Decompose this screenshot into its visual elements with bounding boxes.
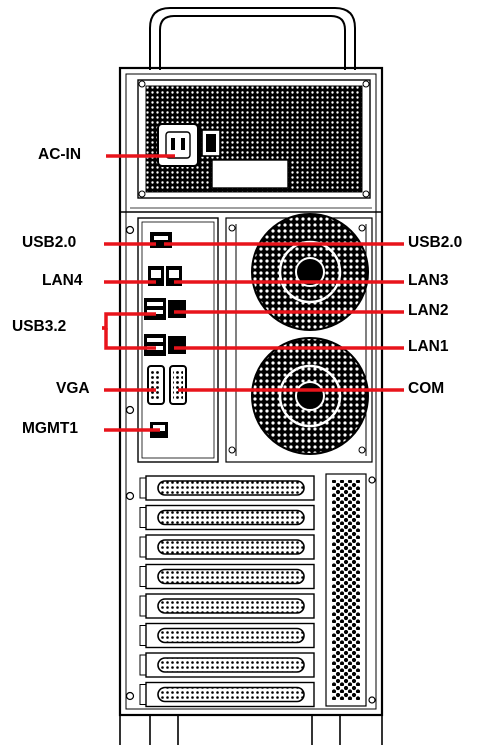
chassis-feet (119, 715, 383, 745)
expansion-slot (139, 563, 315, 590)
label-lan2: LAN2 (408, 302, 449, 319)
expansion-slot (139, 652, 315, 678)
label-mgmt1: MGMT1 (22, 420, 78, 437)
label-lan4: LAN4 (42, 272, 83, 289)
chassis-screws (125, 225, 376, 704)
expansion-slots (139, 475, 315, 708)
io-shield (137, 217, 219, 463)
expansion-slot (139, 622, 315, 649)
callout-lines (102, 154, 404, 432)
label-lan3: LAN3 (408, 272, 449, 289)
right-vent (325, 473, 367, 707)
expansion-slot (139, 534, 315, 560)
label-ac-in: AC-IN (38, 146, 82, 163)
label-com: COM (408, 380, 445, 397)
label-usb20-left: USB2.0 (22, 234, 77, 251)
label-usb20-right: USB2.0 (408, 234, 463, 251)
expansion-slot (139, 593, 315, 619)
expansion-slot (139, 504, 315, 531)
expansion-slot (139, 681, 315, 708)
label-lan1: LAN1 (408, 338, 449, 355)
label-usb32: USB3.2 (12, 318, 67, 335)
callout-usb32-bottom (104, 328, 156, 350)
fan-area (225, 213, 373, 463)
expansion-slot (139, 475, 315, 501)
chassis-handle (149, 7, 356, 70)
psu-block (137, 79, 371, 199)
label-vga: VGA (56, 380, 90, 397)
